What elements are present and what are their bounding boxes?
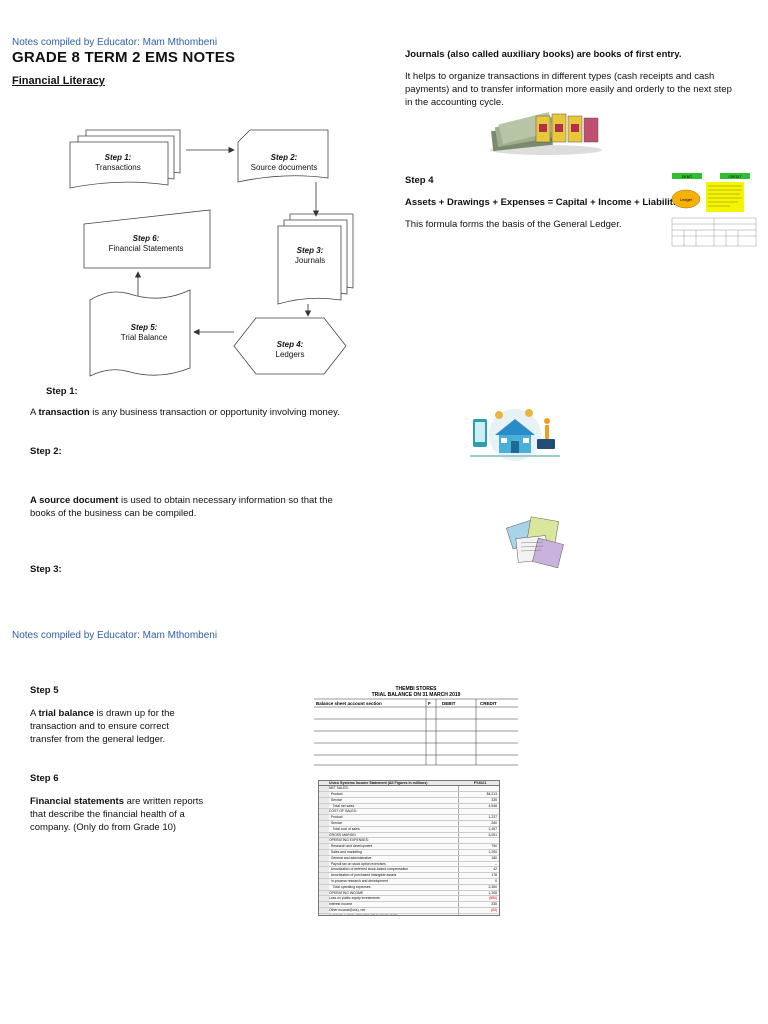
step2-label: Step 2:	[271, 153, 298, 162]
income-statement-row: OPERATING EXPENSES:	[319, 838, 499, 845]
step4-text: Ledgers	[276, 350, 305, 359]
step2-doc	[237, 129, 329, 183]
journals-heading: Journals (also called auxiliary books) a…	[405, 49, 682, 60]
step2-section-heading: Step 2:	[30, 446, 62, 457]
journals-paragraph: It helps to organize transactions in dif…	[405, 71, 732, 108]
step5-section-heading: Step 5	[30, 685, 59, 696]
step4-label: Step 4:	[277, 340, 304, 349]
trial-balance-col-debit: DEBIT	[442, 701, 456, 706]
trial-balance-table: THEMBI STORES TRIAL BALANCE ON 31 MARCH …	[314, 686, 518, 766]
step6-label: Step 6:	[133, 234, 160, 243]
step1-doc	[69, 141, 169, 189]
step5-text: Trial Balance	[121, 333, 168, 342]
svg-text:Ledger: Ledger	[680, 197, 693, 202]
step3-section-heading: Step 3:	[30, 564, 62, 575]
step6-shape	[83, 209, 211, 269]
step1-section-heading: Step 1:	[46, 386, 78, 397]
page-title: GRADE 8 TERM 2 EMS NOTES	[12, 49, 236, 66]
step6-paragraph: Financial statements are written reports…	[30, 796, 204, 833]
compiled-by-footer: Notes compiled by Educator: Mam Mthomben…	[12, 630, 218, 641]
income-statement-row: Amortization of purchased intangible ass…	[319, 873, 499, 879]
accounting-equation: Assets + Drawings + Expenses = Capital +…	[405, 197, 690, 208]
svg-text:DEBIT: DEBIT	[682, 175, 693, 179]
trial-balance-col-f: F	[428, 701, 431, 706]
income-statement-row: Payroll tax on stock option exercises--	[319, 861, 499, 868]
income-statement-row: NET SALES:	[319, 786, 499, 792]
step5-shape	[89, 289, 191, 377]
step5-paragraph: A trial balance is drawn up for the tran…	[30, 708, 175, 745]
svg-text:CREDIT: CREDIT	[728, 175, 742, 179]
trial-balance-col-credit: CREDIT	[480, 701, 497, 706]
general-ledger-note: This formula forms the basis of the Gene…	[405, 219, 622, 230]
step1-text: Transactions	[95, 163, 141, 172]
step5-label: Step 5:	[131, 323, 158, 332]
step4-heading: Step 4	[405, 175, 434, 186]
page-subtitle: Financial Literacy	[12, 75, 105, 87]
income-statement-row: Amortization of deferred stock-based com…	[319, 867, 499, 874]
trial-balance-store: THEMBI STORES	[395, 686, 437, 692]
step3-doc	[277, 225, 342, 305]
step6-text: Financial Statements	[109, 244, 184, 253]
income-statement-row: COST OF SALES:	[319, 809, 499, 816]
compiled-by-header: Notes compiled by Educator: Mam Mthomben…	[12, 37, 218, 48]
step6-section-heading: Step 6	[30, 773, 59, 784]
step1-label: Step 1:	[105, 153, 132, 162]
income-statement-row: INCOME (LOSS) BEFORE PROVISION FOR	[319, 913, 499, 915]
ledger-thumbnail-image: DEBIT CREDIT Ledger	[671, 173, 757, 247]
home-finance-illustration	[470, 409, 560, 461]
income-statement-row: Loss on public equity investments(850)	[319, 896, 499, 903]
step3-label: Step 3:	[297, 246, 324, 255]
income-statement-row: Product$4,213	[319, 792, 499, 798]
money-stack-image	[490, 112, 602, 155]
trial-balance-title: TRIAL BALANCE ON 31 MARCH 2019	[372, 692, 461, 698]
source-documents-image	[506, 516, 564, 569]
accounting-cycle-diagram: Step 1: Transactions Step 2: Source docu…	[69, 129, 354, 377]
income-statement-year: FY2021	[473, 781, 487, 785]
step3-text: Journals	[295, 256, 325, 265]
step2-paragraph: A source document is used to obtain nece…	[30, 495, 333, 519]
income-statement-row: Other income/(loss), net(53)	[319, 907, 499, 914]
trial-balance-col-account: Balance sheet account section	[316, 701, 382, 706]
income-statement-image: Unico Systems Income Statement (All Figu…	[318, 780, 500, 916]
step4-hexagon	[233, 317, 347, 375]
step1-paragraph: A transaction is any business transactio…	[30, 407, 340, 418]
income-statement-title: Unico Systems Income Statement (All Figu…	[329, 781, 428, 785]
step2-text: Source documents	[251, 163, 318, 172]
